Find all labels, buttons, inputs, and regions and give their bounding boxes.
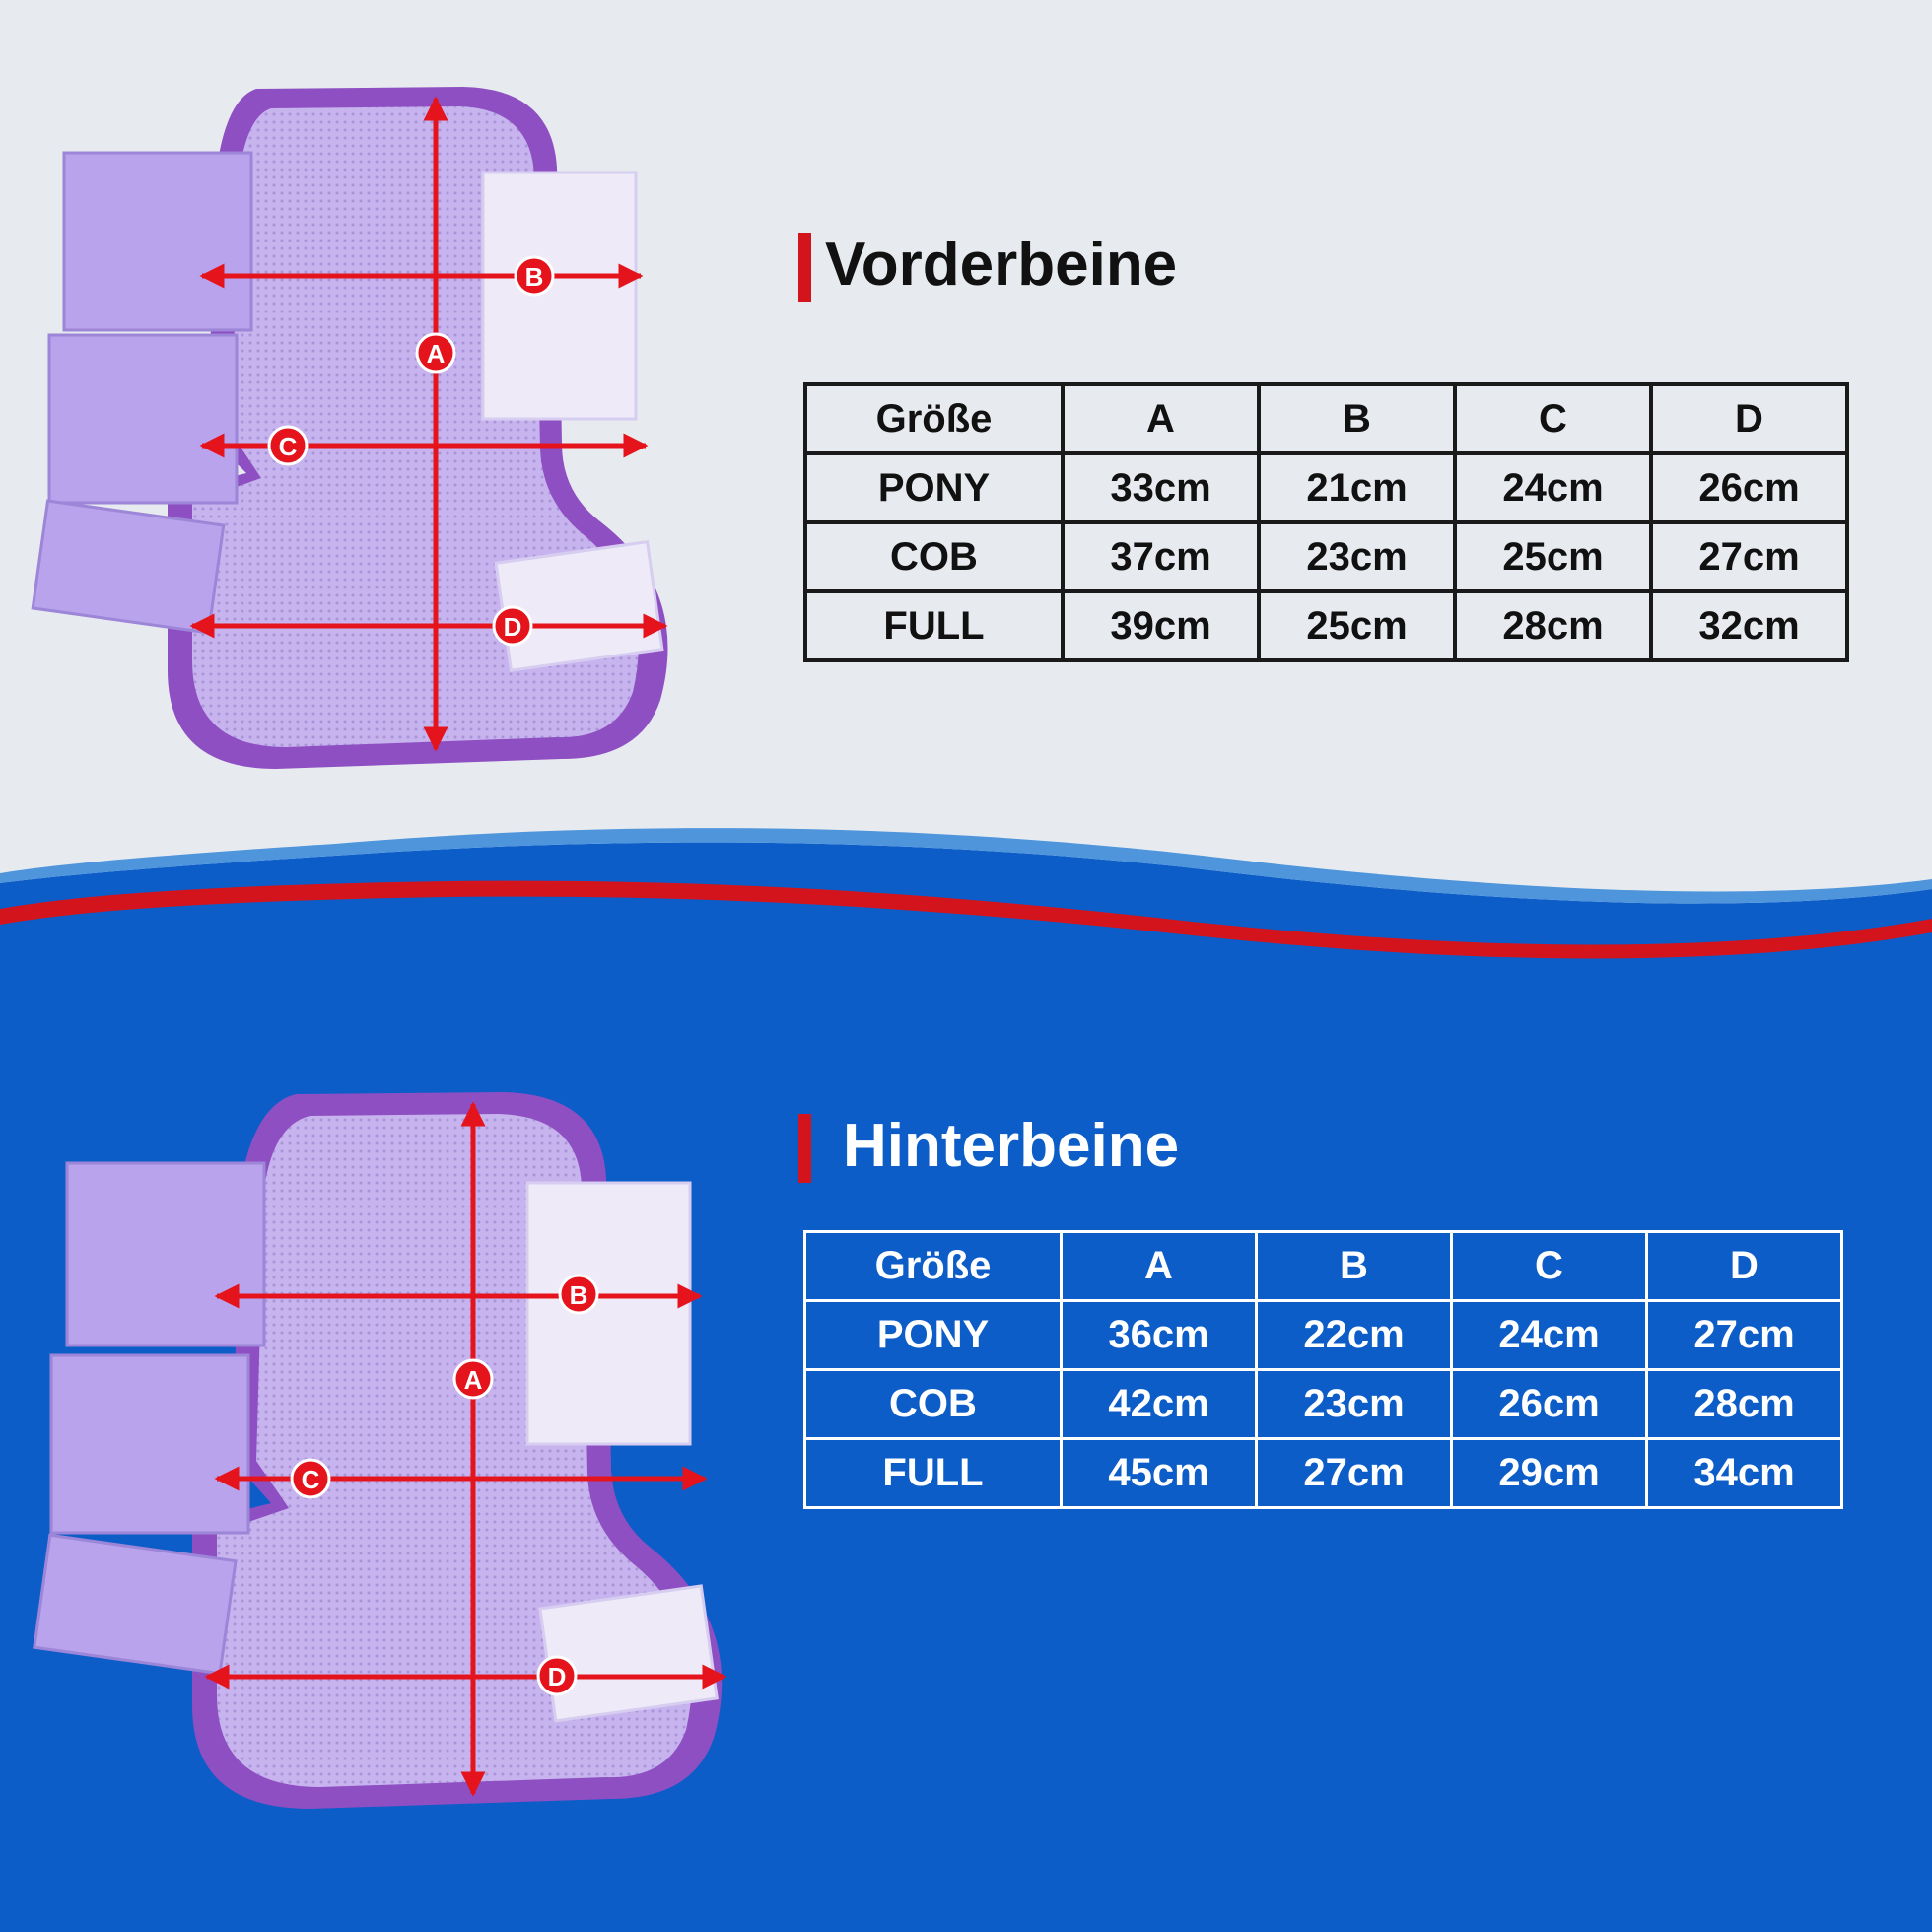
table-cell: 28cm xyxy=(1645,1368,1843,1440)
table-cell: 42cm xyxy=(1060,1368,1258,1440)
table-cell: 27cm xyxy=(1645,1299,1843,1371)
size-label-cell: COB xyxy=(803,1368,1063,1440)
table-cell: 28cm xyxy=(1453,589,1653,662)
strap-bottom xyxy=(31,499,226,635)
table-cell: 45cm xyxy=(1060,1437,1258,1509)
wave-blue-stripe xyxy=(0,828,1932,904)
table-cell: 26cm xyxy=(1649,451,1849,524)
table-cell: 39cm xyxy=(1061,589,1261,662)
table-cell: 24cm xyxy=(1450,1299,1648,1371)
table-cell: 27cm xyxy=(1649,520,1849,593)
table-row: FULL 39cm 25cm 28cm 32cm xyxy=(803,589,1849,662)
velcro-patch-top xyxy=(525,1181,692,1446)
marker-b-label: B xyxy=(525,262,544,292)
marker-c-label: C xyxy=(302,1465,320,1494)
header-cell: B xyxy=(1255,1230,1453,1302)
table-cell: 36cm xyxy=(1060,1299,1258,1371)
marker-a: A xyxy=(415,332,456,374)
table-cell: 27cm xyxy=(1255,1437,1453,1509)
table-cell: 34cm xyxy=(1645,1437,1843,1509)
marker-d: D xyxy=(536,1655,578,1696)
header-cell: D xyxy=(1645,1230,1843,1302)
table-cell: 23cm xyxy=(1255,1368,1453,1440)
wave-red-stripe xyxy=(0,880,1932,959)
marker-d-label: D xyxy=(504,612,522,642)
size-label-cell: FULL xyxy=(803,589,1065,662)
strap-top xyxy=(62,151,253,332)
table-row: COB 37cm 23cm 25cm 27cm xyxy=(803,520,1849,593)
velcro-patch-bottom xyxy=(494,539,664,672)
back-size-table: Größe A B C D PONY 36cm 22cm 24cm 27cm C… xyxy=(803,1230,1843,1509)
size-label-cell: PONY xyxy=(803,451,1065,524)
table-cell: 21cm xyxy=(1257,451,1457,524)
table-header-row: Größe A B C D xyxy=(803,382,1849,455)
table-cell: 29cm xyxy=(1450,1437,1648,1509)
velcro-patch-top xyxy=(481,171,638,421)
table-cell: 37cm xyxy=(1061,520,1261,593)
marker-a: A xyxy=(452,1358,494,1400)
back-section-title: Hinterbeine xyxy=(843,1112,1180,1180)
table-row: PONY 36cm 22cm 24cm 27cm xyxy=(803,1299,1843,1371)
table-cell: 33cm xyxy=(1061,451,1261,524)
back-title-accent-bar xyxy=(798,1114,811,1183)
header-cell: D xyxy=(1649,382,1849,455)
marker-c-label: C xyxy=(279,432,298,461)
marker-b: B xyxy=(558,1274,599,1315)
marker-b-label: B xyxy=(570,1280,588,1310)
table-cell: 22cm xyxy=(1255,1299,1453,1371)
strap-middle xyxy=(49,1353,250,1535)
front-title-accent-bar xyxy=(798,233,811,302)
strap-bottom xyxy=(33,1533,238,1676)
table-cell: 32cm xyxy=(1649,589,1849,662)
header-cell: A xyxy=(1060,1230,1258,1302)
marker-b: B xyxy=(514,255,555,297)
marker-a-label: A xyxy=(464,1365,483,1395)
table-cell: 25cm xyxy=(1257,589,1457,662)
marker-a-label: A xyxy=(427,339,446,369)
velcro-patch-bottom xyxy=(538,1584,719,1723)
table-cell: 25cm xyxy=(1453,520,1653,593)
strap-top xyxy=(65,1161,266,1347)
marker-d: D xyxy=(492,605,533,647)
size-label-cell: PONY xyxy=(803,1299,1063,1371)
marker-c: C xyxy=(290,1458,331,1499)
table-header-row: Größe A B C D xyxy=(803,1230,1843,1302)
front-size-table: Größe A B C D PONY 33cm 21cm 24cm 26cm C… xyxy=(803,382,1849,662)
front-section-title: Vorderbeine xyxy=(825,231,1178,299)
size-label-cell: COB xyxy=(803,520,1065,593)
table-cell: 26cm xyxy=(1450,1368,1648,1440)
table-row: FULL 45cm 27cm 29cm 34cm xyxy=(803,1437,1843,1509)
header-cell: C xyxy=(1453,382,1653,455)
header-cell: C xyxy=(1450,1230,1648,1302)
header-cell: Größe xyxy=(803,382,1065,455)
marker-c: C xyxy=(267,425,309,466)
header-cell: A xyxy=(1061,382,1261,455)
table-row: PONY 33cm 21cm 24cm 26cm xyxy=(803,451,1849,524)
table-cell: 23cm xyxy=(1257,520,1457,593)
size-label-cell: FULL xyxy=(803,1437,1063,1509)
horse-boot-back-image: A B C D xyxy=(33,1092,727,1809)
table-row: COB 42cm 23cm 26cm 28cm xyxy=(803,1368,1843,1440)
header-cell: Größe xyxy=(803,1230,1063,1302)
header-cell: B xyxy=(1257,382,1457,455)
marker-d-label: D xyxy=(548,1662,567,1691)
table-cell: 24cm xyxy=(1453,451,1653,524)
horse-boot-front-image: A B C D xyxy=(31,87,668,769)
strap-middle xyxy=(47,333,239,505)
